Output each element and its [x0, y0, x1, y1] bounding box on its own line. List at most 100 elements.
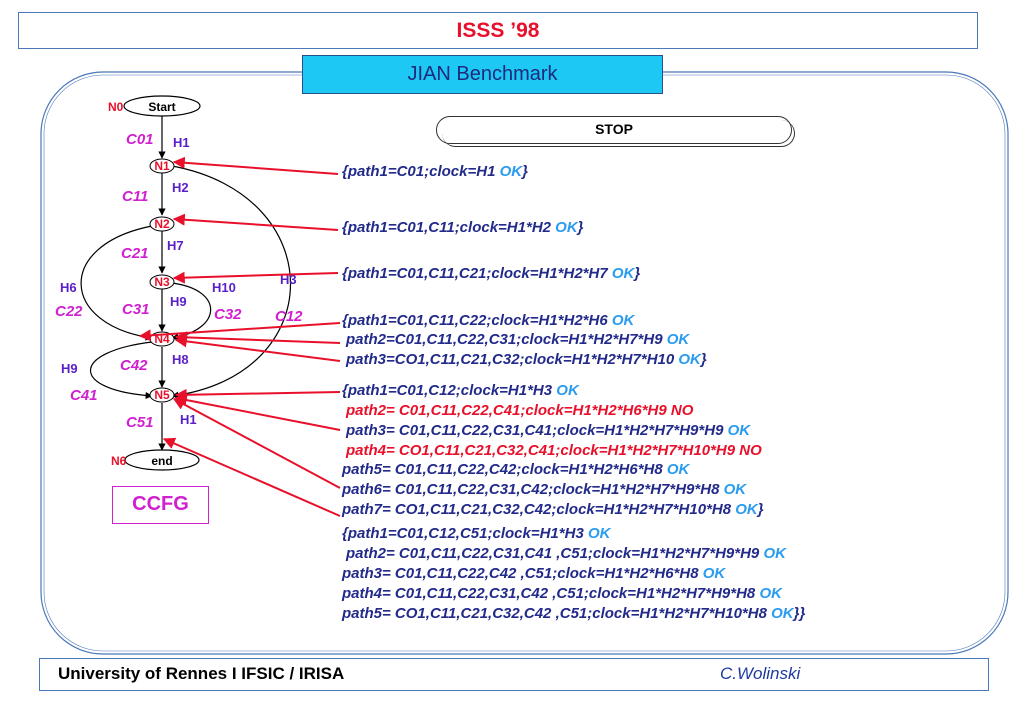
- path-text: {path1=C01,C11,C21;clock=H1*H2*H7: [342, 265, 612, 282]
- pointer-line: [162, 437, 341, 517]
- path-line: {path1=C01,C11,C22;clock=H1*H2*H6 OK: [342, 312, 634, 329]
- ok-status: OK: [587, 525, 611, 542]
- edge-label-c51: C51: [126, 414, 154, 431]
- edge-label-c41: C41: [70, 387, 98, 404]
- start-label: Start: [148, 100, 175, 114]
- clock-label-h9-mid: H9: [170, 294, 187, 309]
- edge-c12: [171, 165, 291, 399]
- path-line: {path1=C01,C12,C51;clock=H1*H3 OK: [342, 525, 610, 542]
- stop-label: STOP: [595, 121, 633, 137]
- path-line: path4= CO1,C11,C21,C32,C41;clock=H1*H2*H…: [346, 442, 762, 459]
- ok-status: OK: [759, 585, 782, 602]
- path-line: path4= C01,C11,C22,C31,C42 ,C51;clock=H1…: [342, 585, 782, 602]
- node-n1-label: N1: [154, 159, 170, 173]
- path-text: path5= CO1,C11,C21,C32,C42 ,C51;clock=H1…: [342, 605, 772, 622]
- node-n5-label: N5: [154, 388, 170, 402]
- ok-status: OK: [727, 422, 751, 439]
- ok-status: OK: [702, 565, 726, 582]
- path-text: {path1=C01,C11;clock=H1*H2: [342, 219, 556, 236]
- path-line: path2= C01,C11,C22,C41;clock=H1*H2*H6*H9…: [346, 402, 693, 419]
- path-line: {path1=C01,C12;clock=H1*H3 OK: [342, 382, 579, 399]
- clock-label-h8: H8: [172, 352, 189, 367]
- clock-label-h1-top: H1: [173, 135, 190, 150]
- path-line: path5= C01,C11,C22,C42;clock=H1*H2*H6*H8…: [342, 461, 689, 478]
- path-brace: }: [577, 219, 584, 236]
- ok-status: OK: [735, 501, 758, 518]
- node-n2-label: N2: [154, 217, 170, 231]
- path-brace: }: [634, 265, 641, 282]
- path-line: path7= CO1,C11,C21,C32,C42;clock=H1*H2*H…: [342, 501, 764, 518]
- slide-title: JIAN Benchmark: [302, 55, 663, 94]
- edge-label-c11: C11: [122, 188, 148, 205]
- clock-label-h6: H6: [60, 280, 77, 295]
- pointer-line: [174, 394, 341, 431]
- node-tag-n6: N6: [111, 454, 127, 468]
- edge-label-c01: C01: [126, 131, 154, 148]
- start-node: [123, 95, 201, 117]
- ok-status: OK: [666, 461, 690, 478]
- edge-c32: [171, 282, 212, 341]
- header-title: ISSS ’98: [456, 19, 540, 42]
- path-text: path2=C01,C11,C22,C31;clock=H1*H2*H7*H9: [346, 331, 667, 348]
- path-line: path5= CO1,C11,C21,C32,C42 ,C51;clock=H1…: [342, 605, 805, 622]
- ok-status: OK: [611, 312, 635, 329]
- path-text: path3= C01,C11,C22,C42 ,C51;clock=H1*H2*…: [342, 565, 703, 582]
- pointer-line: [174, 335, 341, 362]
- pointer-line: [172, 213, 339, 231]
- clock-label-h3: H3: [280, 272, 297, 287]
- path-text: path2= C01,C11,C22,C41;clock=H1*H2*H6*H9…: [346, 402, 694, 419]
- clock-label-h2: H2: [172, 180, 189, 195]
- edge-label-c32: C32: [214, 306, 242, 323]
- ok-status: OK: [499, 163, 523, 180]
- path-text: {path1=C01,C12,C51;clock=H1*H3: [342, 525, 588, 542]
- path-line: {path1=C01,C11,C21;clock=H1*H2*H7 OK}: [342, 265, 640, 282]
- path-text: path4= C01,C11,C22,C31,C42 ,C51;clock=H1…: [342, 585, 760, 602]
- footer-institution: University of Rennes I IFSIC / IRISA: [58, 664, 345, 683]
- path-line: path6= C01,C11,C22,C31,C42;clock=H1*H2*H…: [342, 481, 746, 498]
- clock-label-h9-left: H9: [61, 361, 78, 376]
- path-text: path5= C01,C11,C22,C42;clock=H1*H2*H6*H8: [342, 461, 667, 478]
- slide-footer: University of Rennes I IFSIC / IRISA C.W…: [39, 658, 989, 691]
- clock-label-h7: H7: [167, 238, 184, 253]
- edge-c41: [90, 341, 153, 400]
- ok-status: OK: [555, 219, 578, 236]
- ok-status: OK: [556, 382, 579, 399]
- edge-label-c21: C21: [121, 245, 149, 262]
- pointer-line: [174, 388, 341, 401]
- path-text: {path1=C01,C11,C22;clock=H1*H2*H6: [342, 312, 612, 329]
- path-line: path3=CO1,C11,C21,C32;clock=H1*H2*H7*H10…: [346, 351, 707, 368]
- node-n5: [149, 387, 175, 403]
- pointer-line: [172, 398, 341, 489]
- path-brace: }}: [793, 605, 806, 622]
- edge-label-c12: C12: [275, 308, 303, 325]
- footer-author: C.Wolinski: [720, 664, 801, 683]
- ok-status: OK: [611, 265, 635, 282]
- path-text: path3= C01,C11,C22,C31,C41;clock=H1*H2*H…: [346, 422, 728, 439]
- path-text: path4= CO1,C11,C21,C32,C41;clock=H1*H2*H…: [346, 442, 762, 459]
- path-text: {path1=C01;clock=H1: [342, 163, 500, 180]
- edge-label-c42: C42: [120, 357, 148, 374]
- node-tag-n0: N0: [108, 100, 124, 114]
- path-line: {path1=C01,C11;clock=H1*H2 OK}: [342, 219, 584, 236]
- path-brace: }: [522, 163, 528, 180]
- pointer-line: [172, 156, 339, 175]
- pointer-line: [172, 271, 339, 284]
- stop-box: STOP: [436, 116, 795, 147]
- path-text: {path1=C01,C12;clock=H1*H3: [342, 382, 557, 399]
- node-n3-label: N3: [154, 275, 170, 289]
- path-text: path6= C01,C11,C22,C31,C42;clock=H1*H2*H…: [342, 481, 724, 498]
- pointer-line: [138, 322, 341, 342]
- ok-status: OK: [723, 481, 747, 498]
- pointer-line: [174, 331, 341, 344]
- path-text: path3=CO1,C11,C21,C32;clock=H1*H2*H7*H10: [346, 351, 679, 368]
- stop-shape: [436, 116, 795, 147]
- slide-header: ISSS ’98: [18, 12, 978, 49]
- ok-status: OK: [678, 351, 701, 368]
- end-label: end: [151, 454, 172, 468]
- path-text: path7= CO1,C11,C21,C32,C42;clock=H1*H2*H…: [342, 501, 736, 518]
- slide-title-text: JIAN Benchmark: [407, 63, 558, 85]
- path-brace: }: [700, 351, 707, 368]
- end-node: [124, 449, 200, 471]
- path-line: path3= C01,C11,C22,C42 ,C51;clock=H1*H2*…: [342, 565, 725, 582]
- edge-c22: [80, 225, 153, 341]
